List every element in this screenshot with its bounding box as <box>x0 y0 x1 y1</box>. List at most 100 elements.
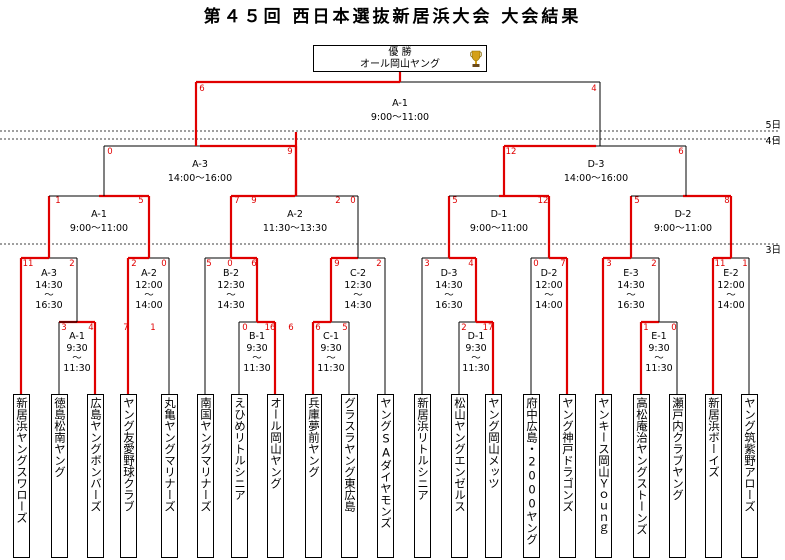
team-box: ヤング筑紫野アローズ <box>741 394 758 558</box>
team-box: ヤンキース岡山Ｙｏｕｎｇ <box>595 394 612 558</box>
team-name: 新居浜ヤングスワローズ <box>15 397 29 524</box>
match-b1-r1-tilde: ～ <box>252 353 262 364</box>
score: 0 <box>533 259 538 269</box>
team-name: えひめリトルシニア <box>233 397 247 501</box>
team-box: ヤング友愛野球クラブ <box>120 394 137 558</box>
score: 5 <box>206 259 211 269</box>
score: 5 <box>138 196 143 206</box>
match-a3-r2-tilde: ～ <box>44 290 54 301</box>
match-b1-r1-time: 9:30 <box>246 343 267 354</box>
match-d3-r2-end: 16:30 <box>435 300 462 311</box>
score: 3 <box>424 259 429 269</box>
match-final-time: 9:00～11:00 <box>371 112 429 123</box>
team-box: ヤング神戸ドラゴンズ <box>559 394 576 558</box>
match-b2-r2-tilde: ～ <box>226 290 236 301</box>
score: 2 <box>69 259 74 269</box>
match-d2-r3-id: D-2 <box>675 209 692 220</box>
team-name: 新居浜リトルシニア <box>416 397 430 501</box>
match-a1-r3-time: 9:00～11:00 <box>70 223 128 234</box>
score: 4 <box>88 323 93 333</box>
team-name: ヤング筑紫野アローズ <box>743 397 757 512</box>
score: 2 <box>376 259 381 269</box>
match-e3-r2-end: 16:30 <box>617 300 644 311</box>
day-label-4: 4日 <box>765 136 781 147</box>
match-d2-r2-end: 14:00 <box>535 300 562 311</box>
team-box: 南国ヤングマリナーズ <box>197 394 214 558</box>
match-d1-r1-tilde: ～ <box>471 353 481 364</box>
team-name: ヤング神戸ドラゴンズ <box>561 397 575 512</box>
team-box: 新居浜ボーイズ <box>705 394 722 558</box>
match-a2-r2-id: A-2 <box>141 268 157 279</box>
score: 0 <box>161 259 166 269</box>
match-a3-r4-id: A-3 <box>192 159 208 170</box>
match-e1-r1-id: E-1 <box>651 331 666 342</box>
match-c1-r1-end: 11:30 <box>317 363 344 374</box>
match-d2-r2-tilde: ～ <box>544 290 554 301</box>
day-label-3: 3日 <box>765 245 781 256</box>
match-a3-r2-id: A-3 <box>41 268 57 279</box>
score: 3 <box>606 259 611 269</box>
match-b2-r2-end: 14:30 <box>217 300 244 311</box>
team-name: ヤング岡山メッツ <box>487 397 501 489</box>
match-b2-r2-time: 12:30 <box>217 280 244 291</box>
match-a2-r2-time: 12:00 <box>135 280 162 291</box>
score: 1 <box>150 323 155 333</box>
score: 9 <box>251 196 256 206</box>
score: 7 <box>234 196 239 206</box>
match-final-id: A-1 <box>392 98 408 109</box>
score: 6 <box>251 259 256 269</box>
team-name: 高松庵治ヤングストーンズ <box>635 397 649 535</box>
team-name: グラスラヤング東広島 <box>343 397 357 512</box>
match-a2-r3-time: 11:30～13:30 <box>263 223 327 234</box>
match-d2-r2-time: 12:00 <box>535 280 562 291</box>
match-b1-r1-end: 11:30 <box>243 363 270 374</box>
match-d1-r1-end: 11:30 <box>462 363 489 374</box>
match-e3-r2-time: 14:30 <box>617 280 644 291</box>
team-name: ヤング友愛野球クラブ <box>122 397 136 512</box>
match-e3-r2-id: E-3 <box>623 268 638 279</box>
match-e2-r2-tilde: ～ <box>726 290 736 301</box>
match-a1-r1-end: 11:30 <box>63 363 90 374</box>
score: 17 <box>483 323 494 333</box>
score: 6 <box>199 84 204 94</box>
team-name: 新居浜ボーイズ <box>707 397 721 478</box>
match-a2-r2-end: 14:00 <box>135 300 162 311</box>
score: 11 <box>715 259 726 269</box>
match-d3-r2-tilde: ～ <box>444 290 454 301</box>
score: 7 <box>123 323 128 333</box>
team-box: ヤング岡山メッツ <box>485 394 502 558</box>
team-box: 新居浜ヤングスワローズ <box>13 394 30 558</box>
match-c2-r2-tilde: ～ <box>353 290 363 301</box>
team-name: 広島ヤングボンバーズ <box>89 397 103 512</box>
match-a3-r2-end: 16:30 <box>35 300 62 311</box>
match-a3-r4-time: 14:00～16:00 <box>168 173 232 184</box>
match-a1-r3-id: A-1 <box>91 209 107 220</box>
team-name: 徳島松南ヤング <box>53 397 67 478</box>
match-e1-r1-time: 9:30 <box>648 343 669 354</box>
team-box: ヤングSAダイヤモンズ <box>377 394 394 558</box>
match-c1-r1-id: C-1 <box>323 331 339 342</box>
match-e1-r1-tilde: ～ <box>654 353 664 364</box>
match-c1-r1-time: 9:30 <box>320 343 341 354</box>
day-label-5: 5日 <box>765 120 781 131</box>
match-c2-r2-time: 12:30 <box>344 280 371 291</box>
match-c2-r2-end: 14:30 <box>344 300 371 311</box>
team-box: えひめリトルシニア <box>231 394 248 558</box>
team-name: 府中広島・2000ヤング <box>525 397 539 545</box>
match-a1-r1-time: 9:30 <box>66 343 87 354</box>
page-title: 第４５回 西日本選抜新居浜大会 大会結果 <box>203 7 582 27</box>
score: 9 <box>287 147 292 157</box>
score: 7 <box>560 259 565 269</box>
team-name: 瀬戸内クラブヤング <box>671 397 685 501</box>
trophy-icon <box>470 50 482 67</box>
team-box: 高松庵治ヤングストーンズ <box>633 394 650 558</box>
score: 12 <box>538 196 549 206</box>
score: 0 <box>107 147 112 157</box>
score: 1 <box>742 259 747 269</box>
score: 0 <box>350 196 355 206</box>
team-box: 瀬戸内クラブヤング <box>669 394 686 558</box>
score: 6 <box>678 147 683 157</box>
match-a3-r2-time: 14:30 <box>35 280 62 291</box>
match-a1-r1-tilde: ～ <box>72 353 82 364</box>
score: 2 <box>335 196 340 206</box>
